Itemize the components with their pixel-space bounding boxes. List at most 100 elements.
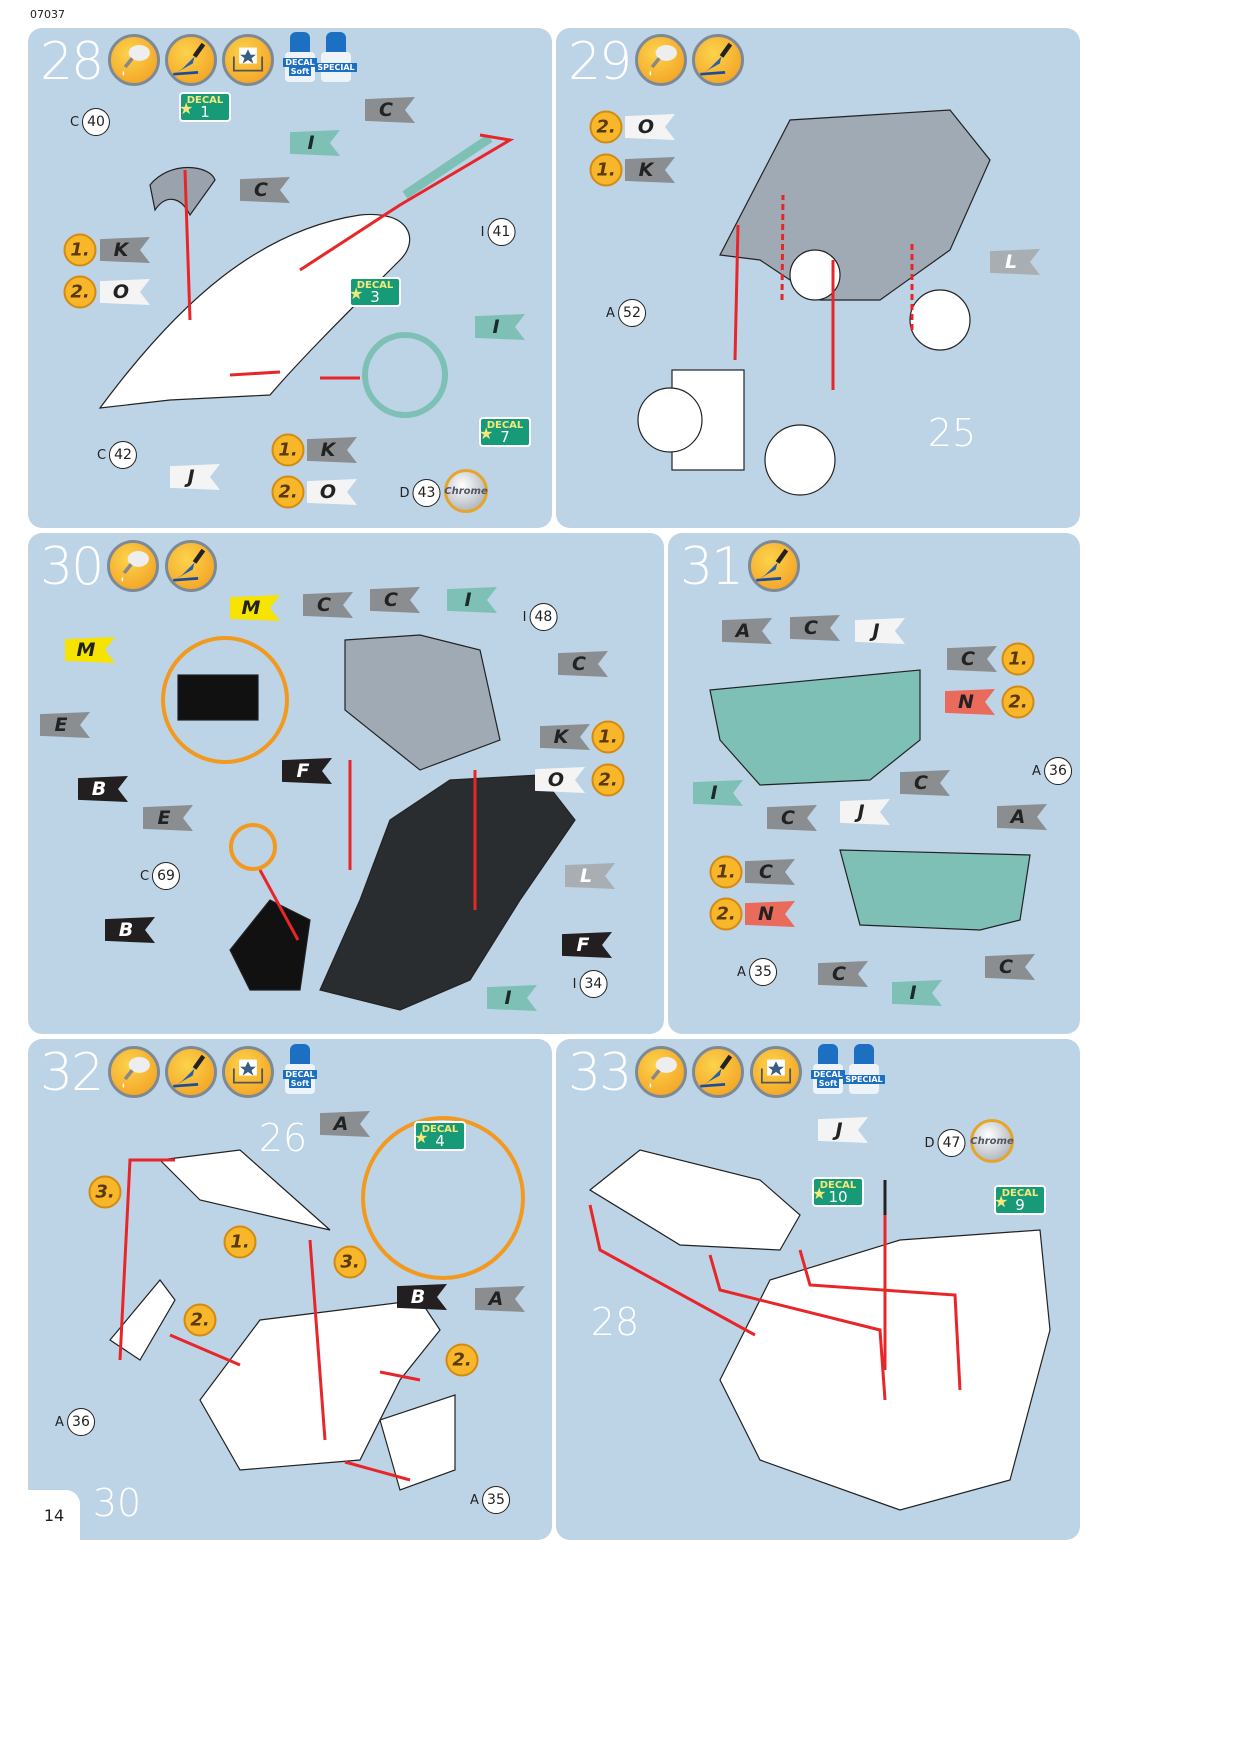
decal-water-icon xyxy=(222,34,274,86)
order-marker: 2. xyxy=(709,897,743,931)
star-icon: ★ xyxy=(479,424,494,443)
page-number: 14 xyxy=(28,1490,80,1540)
paint-icon xyxy=(165,540,217,592)
decal-label: DECAL xyxy=(486,420,524,431)
decal-label: DECAL xyxy=(186,95,224,106)
part-circle: 52 xyxy=(617,299,646,327)
bottle-label: Soft xyxy=(288,67,312,76)
color-flag-i: I xyxy=(892,980,942,1006)
sprue-letter: C xyxy=(96,447,107,463)
paint-icon xyxy=(748,540,800,592)
star-icon: ★ xyxy=(994,1192,1009,1211)
bottle-label: DECAL xyxy=(283,58,317,67)
decal-special-bottle-icon: SPECIAL xyxy=(315,32,357,84)
detail-loupe xyxy=(361,1116,525,1280)
door-panel xyxy=(109,1279,176,1361)
order-marker: 1. xyxy=(589,153,623,187)
step-number: 29 xyxy=(568,32,632,92)
bottle-label: SPECIAL xyxy=(843,1074,885,1084)
decal-number: 7 xyxy=(500,428,510,446)
step-number: 32 xyxy=(40,1043,104,1103)
order-marker: 2. xyxy=(1001,685,1035,719)
chrome-paint-icon: Chrome xyxy=(970,1119,1014,1163)
glue-icon xyxy=(108,34,160,86)
glue-icon xyxy=(108,1046,160,1098)
sprue-letter: A xyxy=(470,1492,479,1508)
order-marker: 2. xyxy=(271,475,305,509)
decal-special-bottle-icon: SPECIAL xyxy=(843,1044,885,1096)
door-panel-left xyxy=(709,669,921,786)
part-circle: 35 xyxy=(748,958,777,986)
color-flag-c: C xyxy=(790,615,840,641)
order-marker: 2. xyxy=(589,110,623,144)
floor-pan xyxy=(719,109,991,301)
order-marker: 1. xyxy=(63,233,97,267)
star-icon: ★ xyxy=(179,99,194,118)
decal-label: DECAL xyxy=(421,1124,459,1135)
interior-tub xyxy=(319,774,576,1011)
star-icon: ★ xyxy=(812,1184,827,1203)
part-circle: 35 xyxy=(481,1486,510,1514)
assembly-arrows xyxy=(118,133,962,1482)
bottle-label: DECAL xyxy=(283,1070,317,1079)
order-marker: 3. xyxy=(88,1175,122,1209)
part-circle: 69 xyxy=(152,862,181,890)
part-circle: 43 xyxy=(412,479,441,507)
decal-label: DECAL xyxy=(356,280,394,291)
footwell xyxy=(229,899,311,991)
dashboard-part xyxy=(98,213,411,409)
color-flag-k: K xyxy=(100,237,150,263)
part-circle: 42 xyxy=(109,441,138,469)
decal-water-icon xyxy=(750,1046,802,1098)
sprue-letter: A xyxy=(606,305,615,321)
seats xyxy=(344,634,501,771)
step-reference: 26 xyxy=(258,1116,308,1160)
part-circle: 34 xyxy=(579,970,608,998)
order-marker: 3. xyxy=(333,1245,367,1279)
order-marker: 2. xyxy=(445,1343,479,1377)
order-marker: 2. xyxy=(63,275,97,309)
decal-label: DECAL xyxy=(1001,1188,1039,1199)
sprue-letter: I xyxy=(480,224,485,240)
gear-lever xyxy=(402,134,493,199)
glue-icon xyxy=(107,540,159,592)
step-number: 31 xyxy=(680,537,744,597)
sprue-letter: I xyxy=(572,976,577,992)
order-marker: 1. xyxy=(1001,642,1035,676)
step-reference: 28 xyxy=(590,1300,640,1344)
part-circle: 36 xyxy=(66,1408,95,1436)
step-number: 28 xyxy=(40,32,104,92)
sprue-letter: C xyxy=(139,868,150,884)
color-flag-c: C xyxy=(900,770,950,796)
sprue-letter: A xyxy=(737,964,746,980)
door-panel-right xyxy=(839,849,1031,931)
paint-icon xyxy=(165,34,217,86)
bottle-label: SPECIAL xyxy=(315,62,357,72)
color-flag-l: L xyxy=(565,863,615,889)
part-circle: 36 xyxy=(1043,757,1072,785)
dashboard-assembly xyxy=(588,1149,801,1251)
sprue-letter: A xyxy=(55,1414,64,1430)
part-circle: 48 xyxy=(529,603,558,631)
paint-icon xyxy=(165,1046,217,1098)
bottle-label: Soft xyxy=(288,1079,312,1088)
decal-number: 9 xyxy=(1015,1196,1025,1214)
step-reference: 30 xyxy=(92,1481,142,1525)
paint-icon xyxy=(692,34,744,86)
sprue-letter: D xyxy=(924,1135,935,1151)
steering-wheel xyxy=(362,332,448,418)
color-flag-a: A xyxy=(997,804,1047,830)
